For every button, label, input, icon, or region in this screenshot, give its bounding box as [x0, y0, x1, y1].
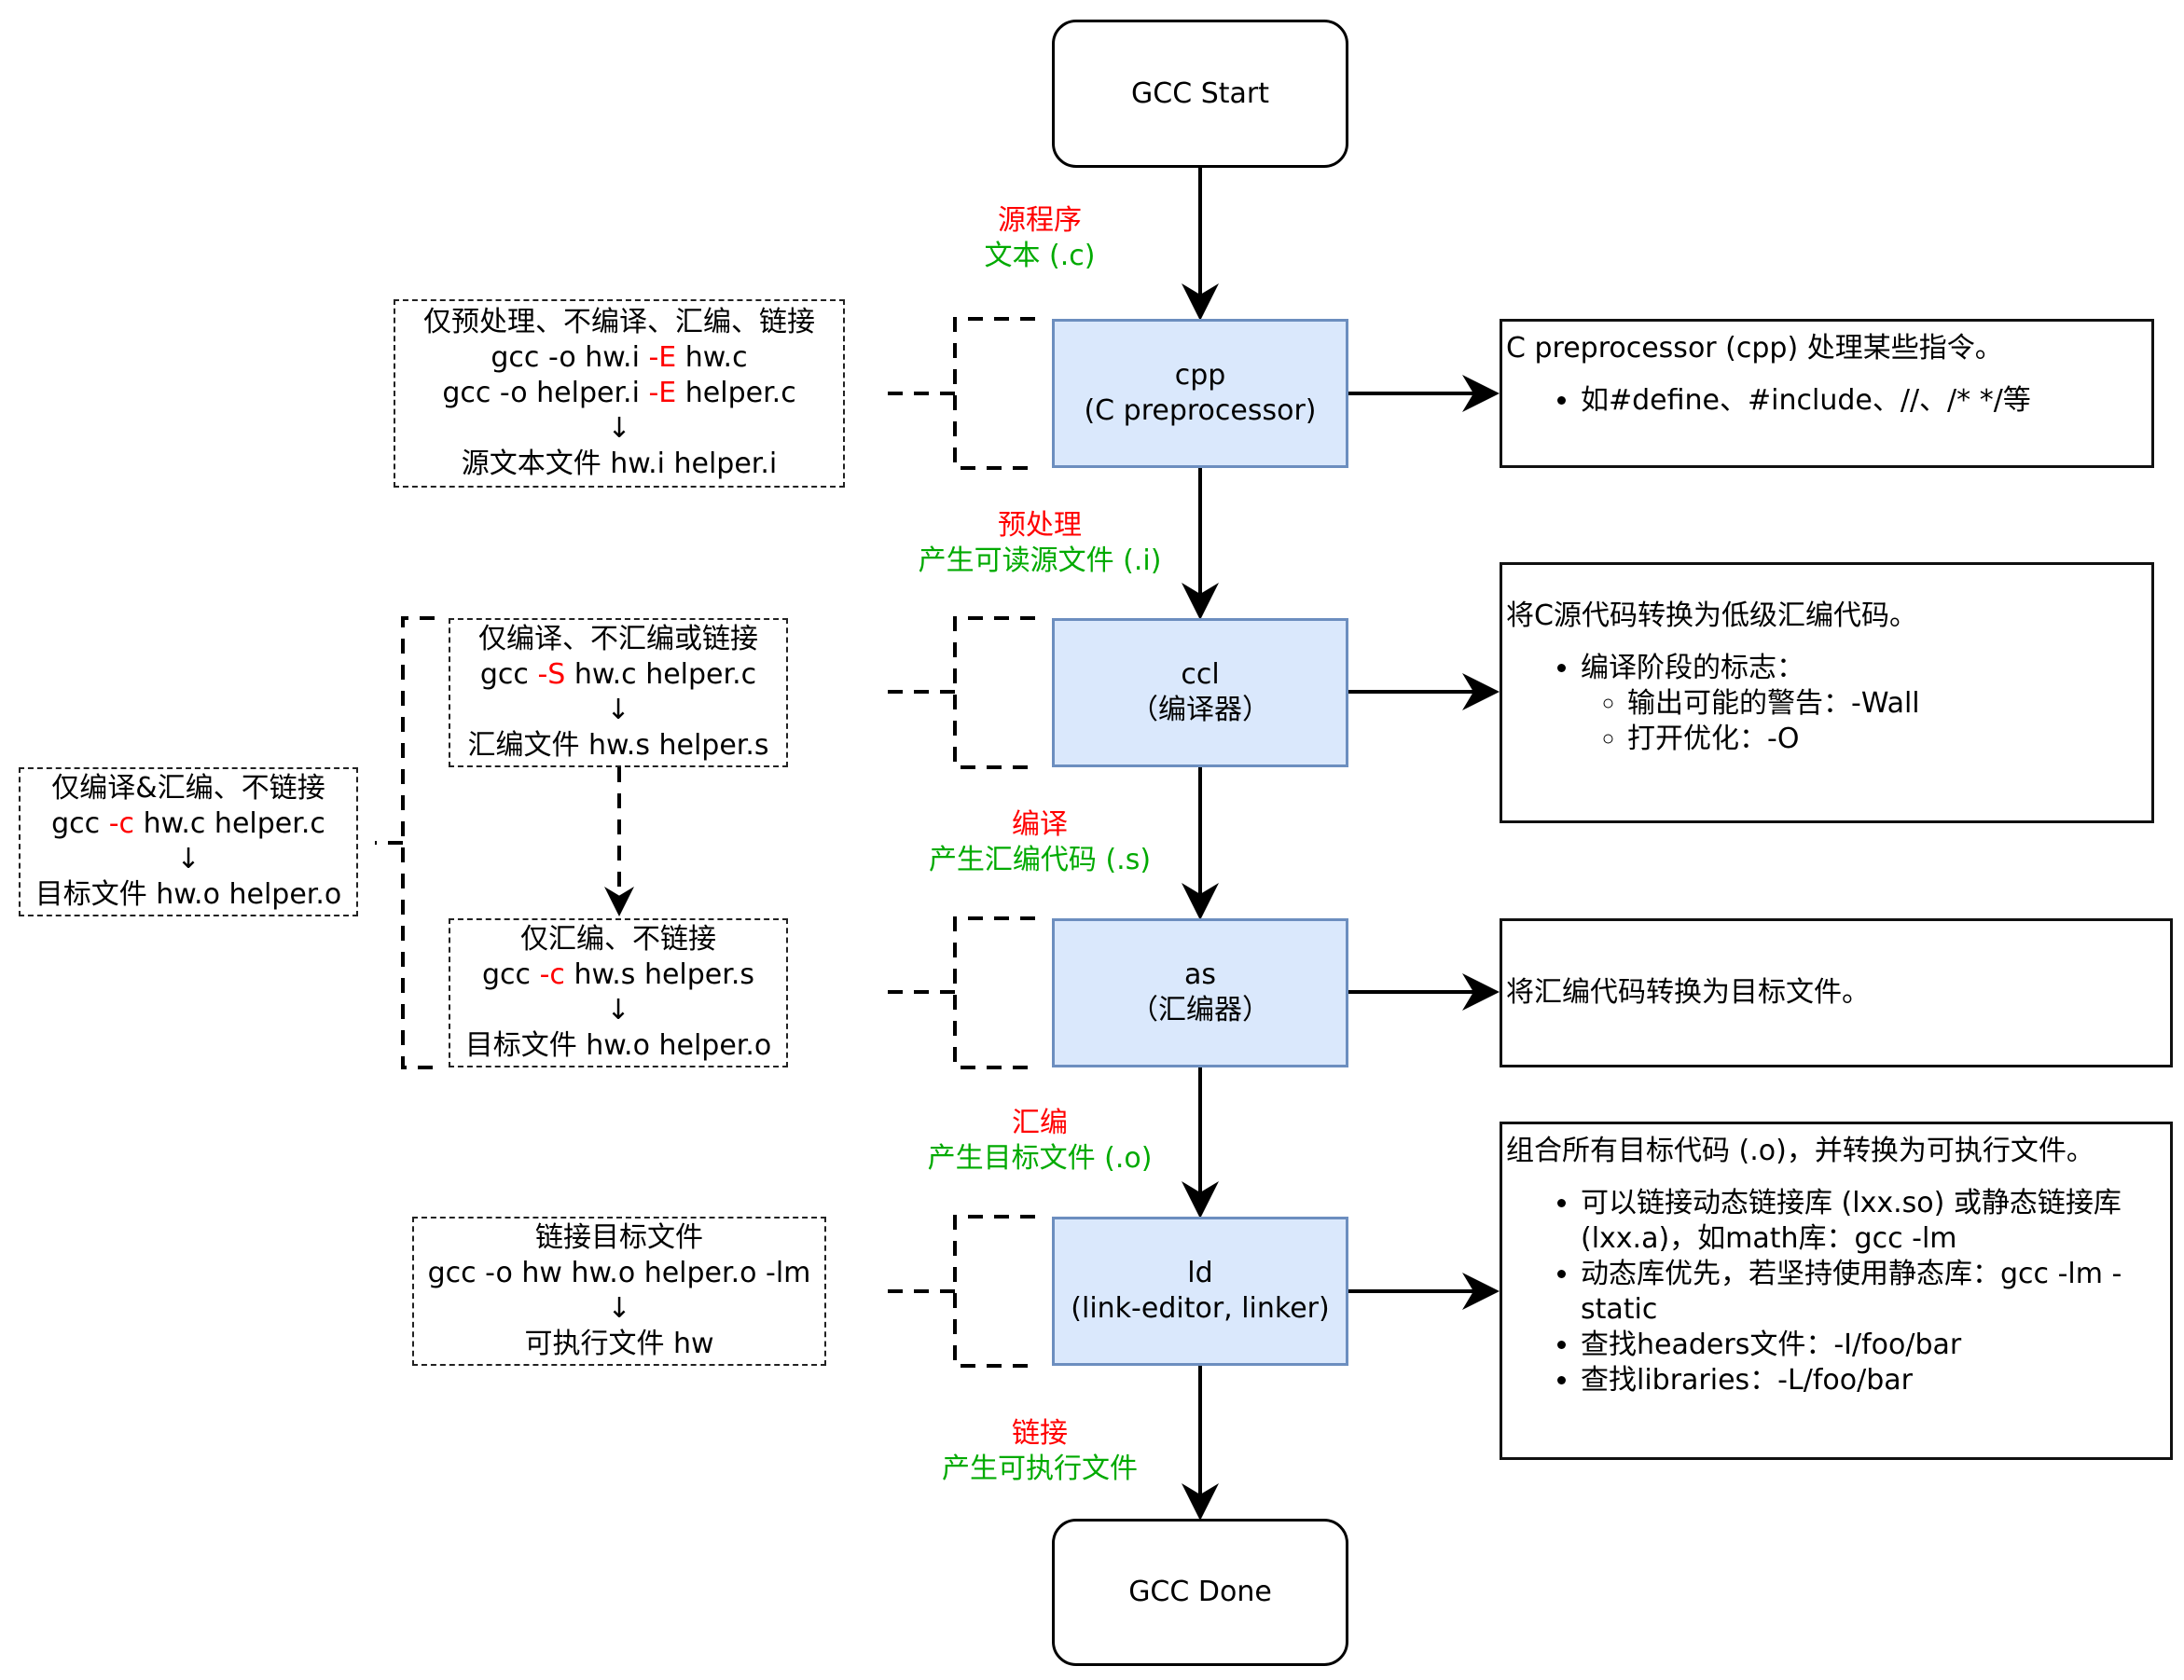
cmd-text: hw.s helper.s [564, 958, 754, 991]
down-arrow-icon: ↓ [606, 994, 630, 1026]
cmd-line: gcc -o hw.i -E hw.c [491, 340, 747, 376]
bracket-ccl [880, 616, 1035, 769]
down-arrow-icon: ↓ [606, 694, 630, 726]
cmd-flag: -c [108, 807, 135, 840]
cmd-line: gcc -c hw.c helper.c [51, 806, 325, 842]
note-heading: 将汇编代码转换为目标文件。 [1506, 976, 1870, 1009]
cmd-text: gcc -o hw.i [491, 341, 649, 374]
stage-subtitle: (C preprocessor) [1084, 394, 1317, 427]
step-label: 源程序 [998, 204, 1082, 237]
edge-label-assemble: 汇编 产生目标文件 (.o) [900, 1106, 1180, 1177]
note-ld: 组合所有目标代码 (.o)，并转换为可执行文件。 可以链接动态链接库 (lxx.… [1500, 1122, 2173, 1460]
cmd-text: hw.c helper.c [134, 807, 325, 840]
stage-subtitle: (link-editor, linker) [1071, 1292, 1330, 1325]
cmd-text: helper.c [676, 377, 796, 409]
stage-name: ccl [1181, 658, 1220, 691]
step-label: 预处理 [998, 509, 1082, 542]
output-label: 产生可读源文件 (.i) [918, 544, 1162, 577]
note-bullet: 如#define、#include、//、/* */等 [1581, 383, 2148, 419]
output-label: 产生可执行文件 [942, 1453, 1138, 1485]
step-label: 编译 [1012, 808, 1068, 841]
stage-name: as [1183, 958, 1216, 991]
cmd-text: gcc [479, 658, 538, 691]
note-sub-bullets: 输出可能的警告：-Wall 打开优化：-O [1581, 686, 2148, 757]
cmd-link: 链接目标文件 gcc -o hw hw.o helper.o -lm ↓ 可执行… [412, 1217, 826, 1366]
cmd-result: 源文本文件 hw.i helper.i [461, 448, 778, 480]
note-heading: 将C源代码转换为低级汇编代码。 [1506, 599, 1917, 632]
stage-cpp: cpp (C preprocessor) [1052, 319, 1348, 468]
cmd-text: hw.c helper.c [565, 658, 757, 691]
cmd-title: 仅预处理、不编译、汇编、链接 [423, 306, 815, 338]
cmd-title: 仅编译、不汇编或链接 [478, 623, 758, 655]
output-label: 文本 (.c) [984, 240, 1096, 272]
edge-label-source: 源程序 文本 (.c) [900, 203, 1180, 274]
cmd-title: 链接目标文件 [535, 1221, 703, 1254]
cmd-line: gcc -c hw.s helper.s [482, 957, 754, 993]
note-bullet: 动态库优先，若坚持使用静态库：gcc -lm -static [1581, 1257, 2148, 1328]
note-bullets: 编译阶段的标志： 输出可能的警告：-Wall 打开优化：-O [1506, 651, 2148, 757]
stage-name: cpp [1174, 359, 1226, 392]
stage-as: as （汇编器） [1052, 918, 1348, 1067]
note-heading: 组合所有目标代码 (.o)，并转换为可执行文件。 [1506, 1135, 2094, 1167]
note-bullets: 可以链接动态链接库 (lxx.so) 或静态链接库 (lxx.a)，如math库… [1506, 1186, 2166, 1398]
gcc-done-label: GCC Done [1128, 1576, 1272, 1608]
cmd-line: gcc -S hw.c helper.c [480, 657, 756, 693]
cmd-compile-assemble: 仅编译&汇编、不链接 gcc -c hw.c helper.c ↓ 目标文件 h… [19, 767, 358, 916]
note-bullets: 如#define、#include、//、/* */等 [1506, 383, 2148, 419]
edge-label-preprocess: 预处理 产生可读源文件 (.i) [900, 508, 1180, 579]
cmd-flag: -c [539, 958, 565, 991]
cmd-line: gcc -o helper.i -E helper.c [442, 376, 795, 411]
edge-label-compile: 编译 产生汇编代码 (.s) [900, 807, 1180, 878]
output-label: 产生目标文件 (.o) [927, 1142, 1153, 1175]
note-as: 将汇编代码转换为目标文件。 [1500, 918, 2173, 1067]
bracket-cpp [880, 317, 1035, 470]
note-bullet: 查找headers文件：-I/foo/bar [1581, 1328, 2148, 1363]
note-cpp: C preprocessor (cpp) 处理某些指令。 如#define、#i… [1500, 319, 2154, 468]
stage-name: ld [1187, 1257, 1213, 1289]
note-bullet: 可以链接动态链接库 (lxx.so) 或静态链接库 (lxx.a)，如math库… [1581, 1186, 2148, 1257]
note-ccl: 将C源代码转换为低级汇编代码。 编译阶段的标志： 输出可能的警告：-Wall 打… [1500, 562, 2154, 823]
note-bullet: 查找libraries：-L/foo/bar [1581, 1363, 2148, 1398]
note-bullet-text: 编译阶段的标志： [1581, 652, 1804, 684]
stage-subtitle: （汇编器） [1130, 994, 1270, 1026]
cmd-text: gcc -o helper.i [442, 377, 649, 409]
down-arrow-icon: ↓ [607, 412, 631, 445]
cmd-result: 目标文件 hw.o helper.o [35, 878, 342, 911]
cmd-result: 汇编文件 hw.s helper.s [467, 729, 769, 762]
gcc-start-label: GCC Start [1131, 76, 1269, 110]
cmd-title: 仅汇编、不链接 [520, 923, 716, 956]
bracket-compile-assemble [375, 616, 435, 1069]
stage-ld: ld (link-editor, linker) [1052, 1217, 1348, 1366]
stage-ccl: ccl （编译器） [1052, 618, 1348, 767]
step-label: 汇编 [1012, 1107, 1068, 1139]
note-sub-bullet: 输出可能的警告：-Wall [1627, 686, 2148, 722]
cmd-result: 目标文件 hw.o helper.o [464, 1029, 772, 1062]
stage-subtitle: （编译器） [1130, 694, 1270, 726]
cmd-preprocess: 仅预处理、不编译、汇编、链接 gcc -o hw.i -E hw.c gcc -… [394, 299, 845, 488]
cmd-compile: 仅编译、不汇编或链接 gcc -S hw.c helper.c ↓ 汇编文件 h… [449, 618, 788, 767]
bracket-ld [880, 1215, 1035, 1368]
note-heading: C preprocessor (cpp) 处理某些指令。 [1506, 332, 2003, 365]
down-arrow-icon: ↓ [607, 1292, 631, 1325]
cmd-result: 可执行文件 hw [524, 1328, 714, 1360]
note-bullet: 编译阶段的标志： 输出可能的警告：-Wall 打开优化：-O [1581, 651, 2148, 757]
cmd-title: 仅编译&汇编、不链接 [51, 772, 325, 805]
cmd-flag: -E [648, 377, 677, 409]
cmd-line: gcc -o hw hw.o helper.o -lm [427, 1257, 811, 1289]
gcc-start-node: GCC Start [1052, 20, 1348, 168]
cmd-flag: -E [648, 341, 677, 374]
cmd-text: gcc [51, 807, 109, 840]
cmd-flag: -S [537, 658, 566, 691]
step-label: 链接 [1012, 1417, 1068, 1450]
bracket-as [880, 916, 1035, 1069]
cmd-text: gcc [482, 958, 540, 991]
gcc-done-node: GCC Done [1052, 1519, 1348, 1666]
edge-label-link: 链接 产生可执行文件 [900, 1416, 1180, 1487]
cmd-assemble: 仅汇编、不链接 gcc -c hw.s helper.s ↓ 目标文件 hw.o… [449, 918, 788, 1067]
cmd-text: hw.c [676, 341, 748, 374]
note-sub-bullet: 打开优化：-O [1627, 722, 2148, 757]
down-arrow-icon: ↓ [176, 843, 200, 875]
output-label: 产生汇编代码 (.s) [928, 844, 1152, 876]
